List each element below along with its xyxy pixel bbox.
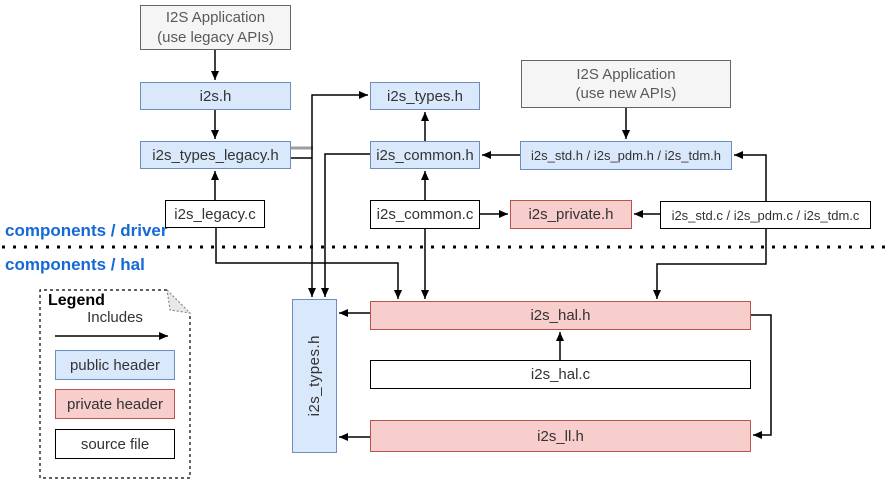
node-i2s-common-c: i2s_common.c bbox=[370, 200, 480, 229]
node-label: i2s_common.c bbox=[376, 206, 474, 223]
edge-std-c-to-std-h bbox=[734, 151, 767, 201]
node-i2s-types-legacy-h: i2s_types_legacy.h bbox=[140, 141, 291, 169]
node-label: i2s_std.h / i2s_pdm.h / i2s_tdm.h bbox=[530, 148, 722, 163]
node-label: i2s.h bbox=[199, 87, 232, 105]
node-label: i2s_hal.h bbox=[530, 307, 591, 324]
node-i2s-application-legacy: I2S Application (use legacy APIs) bbox=[140, 5, 291, 50]
legend-title: Legend bbox=[48, 292, 105, 309]
node-i2s-common-h: i2s_common.h bbox=[370, 141, 480, 169]
node-label: i2s_std.c / i2s_pdm.c / i2s_tdm.c bbox=[671, 207, 860, 223]
node-i2s-types-h-hal: i2s_types.h bbox=[292, 299, 337, 453]
edge-hal-h-to-ll-h bbox=[751, 314, 772, 439]
node-label: (use legacy APIs) bbox=[157, 28, 274, 46]
section-label-hal: components / hal bbox=[5, 255, 145, 274]
node-label: i2s_types_legacy.h bbox=[152, 146, 279, 164]
node-label: i2s_types.h bbox=[387, 87, 463, 105]
edge-types-legacy-to-i2s-types-h bbox=[311, 91, 368, 148]
legend-note-outline bbox=[39, 288, 192, 479]
edge-legacy-c-to-i2s-hal-h bbox=[215, 228, 402, 299]
node-label: i2s_types.h bbox=[306, 335, 323, 417]
node-i2s-h: i2s.h bbox=[140, 82, 291, 110]
node-label: i2s_legacy.c bbox=[174, 205, 256, 223]
edge-std-c-to-i2s-hal-h bbox=[653, 229, 767, 299]
legend-item-private-header: private header bbox=[55, 389, 175, 419]
node-label: I2S Application bbox=[165, 9, 266, 26]
node-i2s-application-new: I2S Application (use new APIs) bbox=[521, 60, 731, 108]
legend-item-label: public header bbox=[69, 356, 161, 374]
node-i2s-types-h-driver: i2s_types.h bbox=[370, 82, 480, 110]
node-label: i2s_hal.c bbox=[530, 366, 591, 383]
node-label: (use new APIs) bbox=[575, 85, 677, 102]
legend-item-label: private header bbox=[67, 395, 163, 413]
legend-item-label: source file bbox=[80, 435, 150, 453]
legend-item-public-header: public header bbox=[55, 350, 175, 380]
node-i2s-std-pdm-tdm-c: i2s_std.c / i2s_pdm.c / i2s_tdm.c bbox=[660, 201, 871, 229]
node-label: i2s_ll.h bbox=[537, 427, 584, 445]
node-i2s-hal-c: i2s_hal.c bbox=[370, 360, 751, 389]
edge-common-h-to-hal-types-h bbox=[321, 153, 370, 297]
node-i2s-ll-h: i2s_ll.h bbox=[370, 420, 751, 452]
node-label: i2s_common.h bbox=[376, 146, 474, 164]
section-label-driver: components / driver bbox=[5, 221, 168, 240]
node-i2s-private-h: i2s_private.h bbox=[510, 200, 632, 229]
node-i2s-legacy-c: i2s_legacy.c bbox=[165, 200, 265, 228]
node-label: i2s_private.h bbox=[528, 206, 614, 223]
legend-item-source-file: source file bbox=[55, 429, 175, 459]
node-label: I2S Application bbox=[576, 65, 676, 83]
node-i2s-std-pdm-tdm-h: i2s_std.h / i2s_pdm.h / i2s_tdm.h bbox=[520, 141, 732, 170]
node-i2s-hal-h: i2s_hal.h bbox=[370, 301, 751, 330]
legend-includes-label: Includes bbox=[87, 309, 143, 326]
